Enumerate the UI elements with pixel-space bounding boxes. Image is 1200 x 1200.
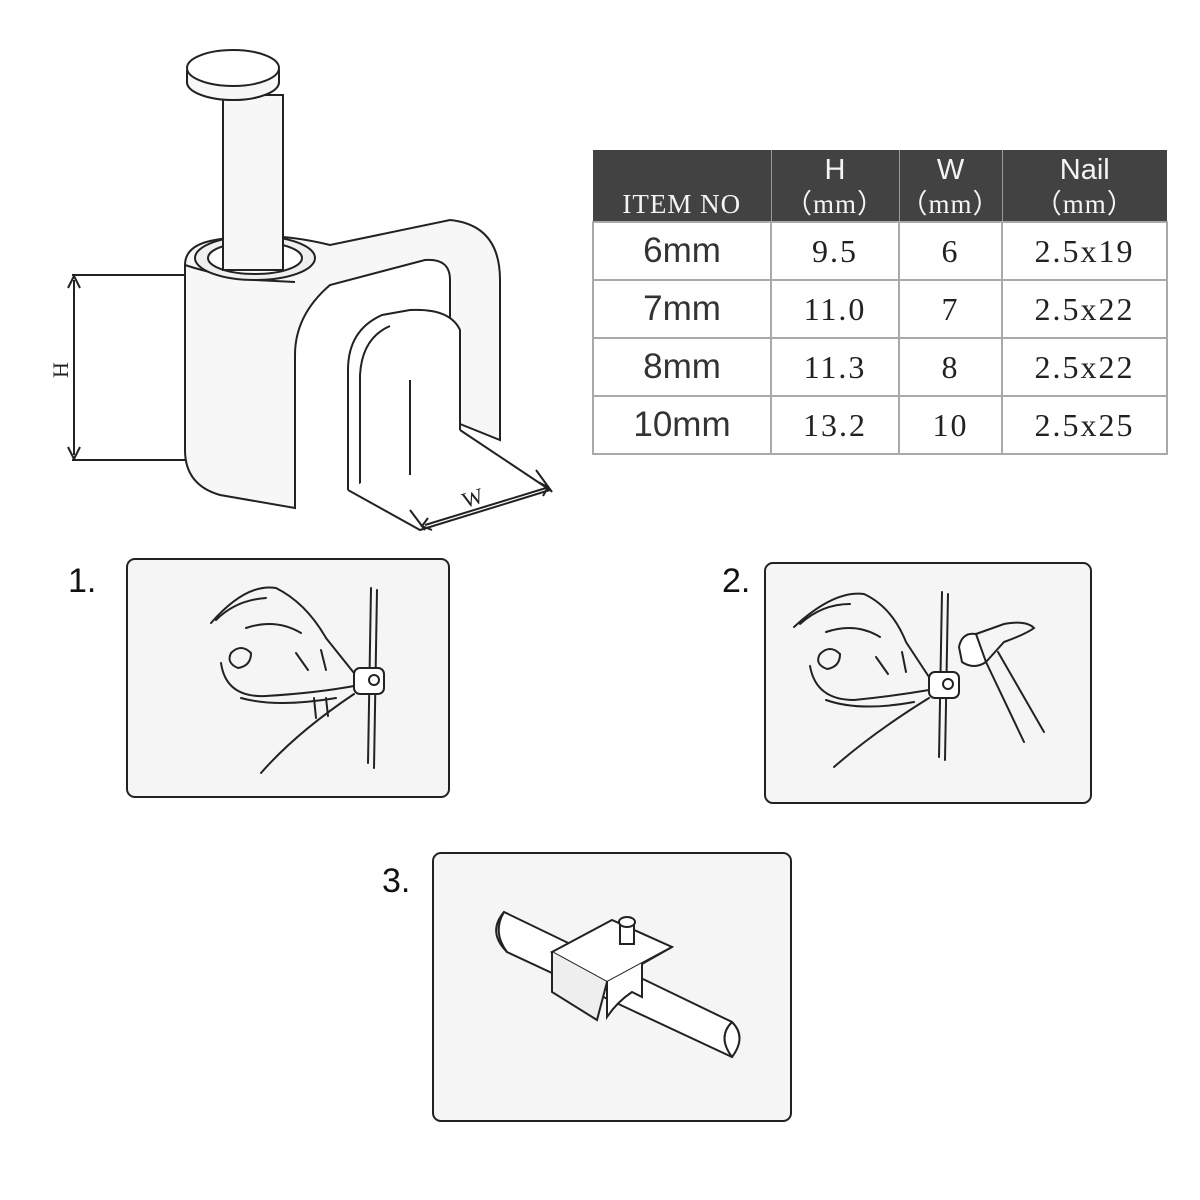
- cell-item: 10mm: [592, 395, 772, 455]
- step-3-label: 3.: [382, 862, 411, 900]
- table-row: 10mm 13.2 10 2.5x25: [592, 395, 1168, 455]
- cell-h: 9.5: [770, 221, 900, 281]
- table-row: 8mm 11.3 8 2.5x22: [592, 337, 1168, 397]
- hammering-clip-icon: [764, 562, 1092, 804]
- table-row: 7mm 11.0 7 2.5x22: [592, 279, 1168, 339]
- spec-table: ITEM NO H （mm） W （mm） Nail （mm） 6mm 9.5 …: [592, 150, 1168, 455]
- cell-w: 10: [898, 395, 1003, 455]
- cell-nail: 2.5x22: [1001, 337, 1168, 397]
- table-row: 6mm 9.5 6 2.5x19: [592, 221, 1168, 281]
- cell-item: 6mm: [592, 221, 772, 281]
- cell-h: 11.0: [770, 279, 900, 339]
- cell-h: 13.2: [770, 395, 900, 455]
- clip-on-cable-icon: [432, 852, 792, 1122]
- cell-nail: 2.5x19: [1001, 221, 1168, 281]
- header-w: W （mm）: [899, 150, 1003, 222]
- cell-item: 8mm: [592, 337, 772, 397]
- cell-w: 6: [898, 221, 1003, 281]
- header-h: H （mm）: [771, 150, 900, 222]
- step-2-label: 2.: [722, 562, 751, 600]
- header-item-no: ITEM NO: [593, 150, 772, 222]
- cell-w: 8: [898, 337, 1003, 397]
- step-1-label: 1.: [68, 562, 97, 600]
- cell-w: 7: [898, 279, 1003, 339]
- cell-nail: 2.5x25: [1001, 395, 1168, 455]
- cable-clip-diagram: H W: [48, 49, 553, 532]
- cell-h: 11.3: [770, 337, 900, 397]
- header-nail: Nail （mm）: [1002, 150, 1167, 222]
- height-label: H: [48, 362, 73, 378]
- cell-item: 7mm: [592, 279, 772, 339]
- cell-nail: 2.5x22: [1001, 279, 1168, 339]
- hand-holding-clip-icon: [126, 558, 450, 798]
